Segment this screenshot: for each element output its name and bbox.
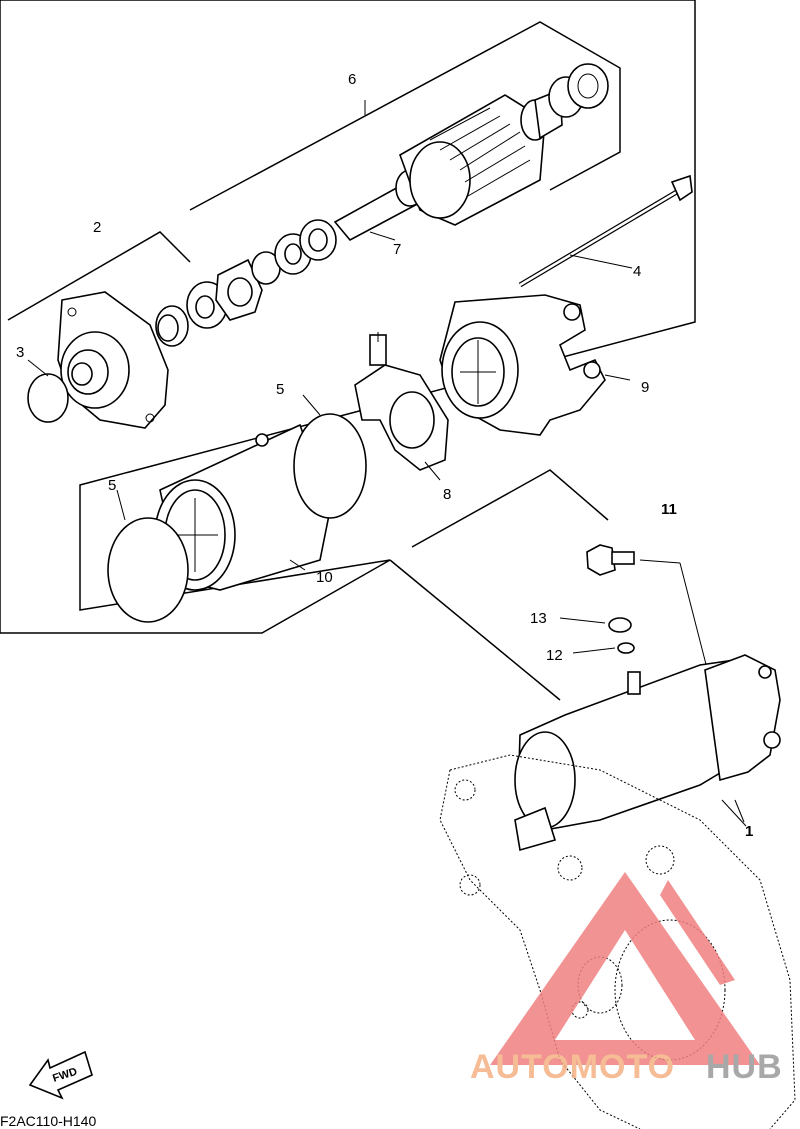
callout-8: 8 bbox=[443, 486, 451, 503]
diagram-code: F2AC110-H140 bbox=[0, 1113, 96, 1129]
callout-3: 3 bbox=[16, 344, 24, 361]
callout-9: 9 bbox=[641, 379, 649, 396]
callout-12: 12 bbox=[546, 647, 563, 664]
callout-1: 1 bbox=[745, 823, 753, 840]
callout-2: 2 bbox=[93, 219, 101, 236]
through-bolt bbox=[518, 174, 693, 288]
watermark-triangle-icon bbox=[490, 872, 760, 1065]
bracket-6 bbox=[189, 21, 621, 211]
needle-bearing bbox=[155, 305, 189, 347]
callout-4: 4 bbox=[633, 263, 641, 280]
washer-stack bbox=[186, 219, 337, 329]
front-cover-part bbox=[57, 291, 169, 429]
watermark-text-automoto: AUTOMOTO bbox=[470, 1048, 675, 1086]
rear-cover-part bbox=[439, 294, 606, 436]
bolt-11-part bbox=[586, 544, 711, 681]
callout-11: 11 bbox=[661, 501, 677, 518]
nut-13-part bbox=[608, 617, 632, 633]
callout-13: 13 bbox=[530, 610, 547, 627]
starter-motor-assembly bbox=[514, 654, 781, 852]
watermark-text-hub: HUB bbox=[706, 1048, 783, 1086]
armature-part bbox=[333, 88, 563, 242]
callout-10: 10 bbox=[316, 569, 333, 586]
callout-leaders bbox=[27, 231, 745, 823]
shim-b bbox=[567, 63, 609, 109]
assembly-leader-frame bbox=[389, 469, 609, 701]
washer-12-part bbox=[617, 642, 635, 654]
exploded-view-frame bbox=[0, 0, 696, 634]
callout-6: 6 bbox=[348, 71, 356, 88]
brush-holder-part bbox=[354, 332, 449, 471]
bracket-2 bbox=[7, 231, 191, 321]
fwd-arrow-icon: FWD bbox=[28, 1050, 93, 1100]
callout-7: 7 bbox=[393, 241, 401, 258]
o-ring-5a bbox=[293, 413, 367, 519]
o-ring-3 bbox=[27, 373, 69, 423]
watermark-logo: AUTOMOTO HUB bbox=[470, 872, 783, 1086]
callout-5a: 5 bbox=[276, 381, 284, 398]
callout-5b: 5 bbox=[108, 477, 116, 494]
o-ring-5b bbox=[107, 517, 189, 623]
